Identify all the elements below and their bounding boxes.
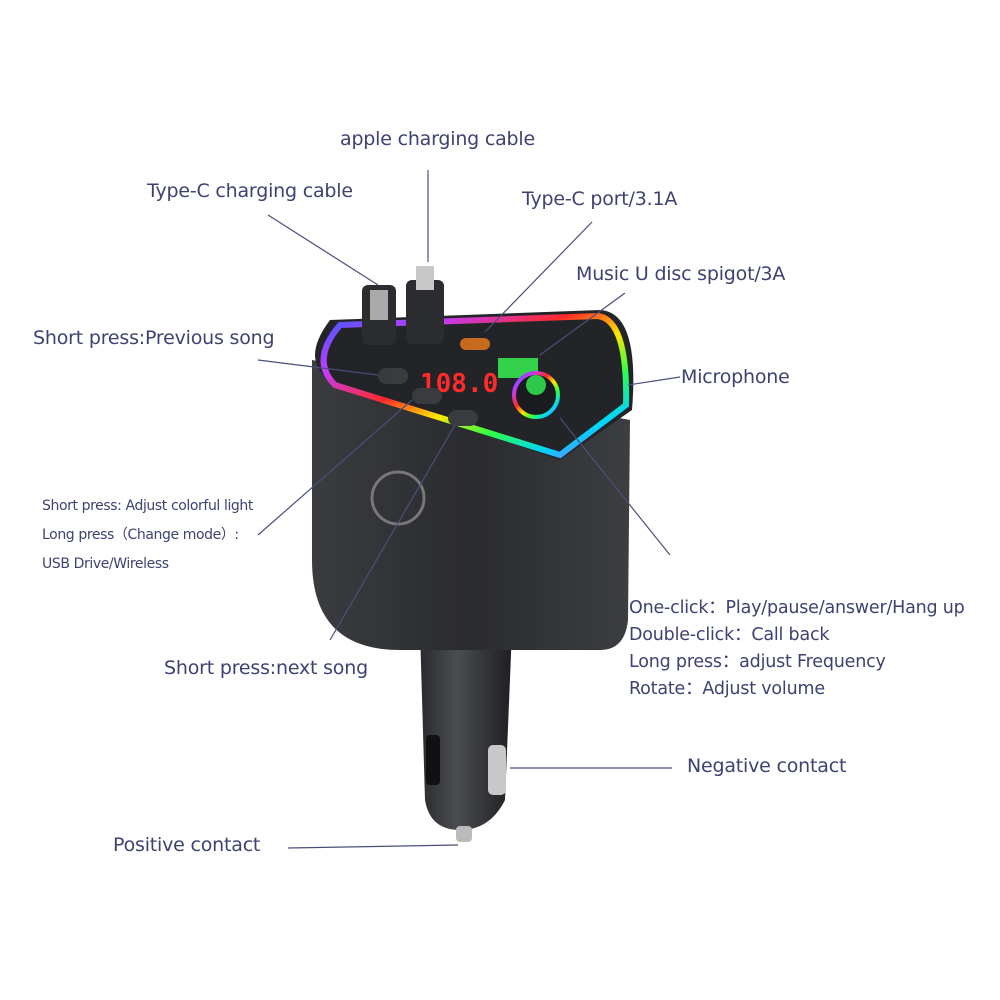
label-light-button: Short press: Adjust colorful light Long … [42,492,253,579]
light-button[interactable] [412,388,442,404]
label-previous-song: Short press:Previous song [33,327,275,349]
light-line-3: USB Drive/Wireless [42,556,169,572]
label-knob: One-click：Play/pause/answer/Hang up Doub… [629,595,965,703]
light-line-2: Long press（Change mode）: [42,527,239,543]
label-apple-charging-cable: apple charging cable [340,128,535,150]
leader-lines [257,170,681,849]
phone-icon [526,375,546,395]
label-microphone: Microphone [681,366,790,388]
car-plug [420,630,512,842]
label-positive-contact: Positive contact [113,834,261,856]
label-music-u-disc: Music U disc spigot/3A [576,263,786,285]
apple-cable-plug [406,280,444,344]
knob-line-3: Long press：adjust Frequency [629,652,886,672]
positive-contact [456,826,472,842]
label-next-song: Short press:next song [164,657,368,679]
device-body [312,310,634,650]
negative-contact [488,745,506,795]
light-line-1: Short press: Adjust colorful light [42,498,253,514]
typec-port [460,338,490,350]
label-negative-contact: Negative contact [687,755,847,777]
knob-line-2: Double-click：Call back [629,625,830,645]
previous-song-button[interactable] [378,368,408,384]
next-song-button[interactable] [448,410,478,426]
knob-line-4: Rotate：Adjust volume [629,679,825,699]
knob-line-1: One-click：Play/pause/answer/Hang up [629,598,965,618]
label-typec-port: Type-C port/3.1A [522,188,678,210]
label-typec-charging-cable: Type-C charging cable [147,180,353,202]
